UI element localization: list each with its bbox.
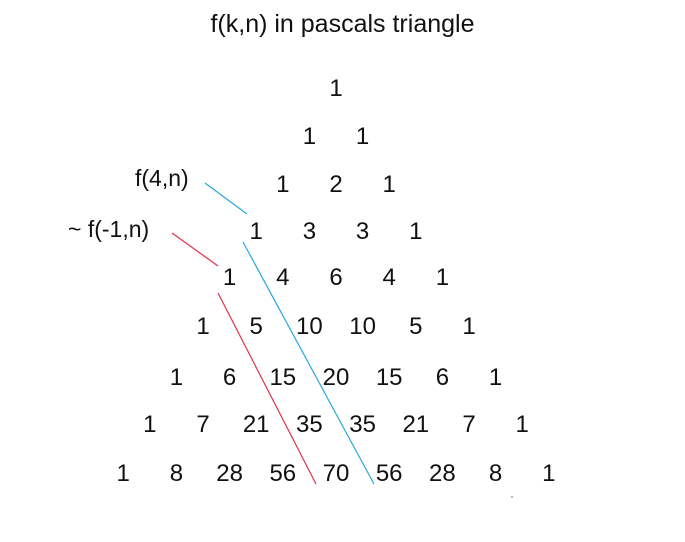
triangle-cell-r6-c6: 1 (488, 364, 503, 391)
triangle-cell-r6-c3: 20 (322, 364, 350, 391)
triangle-cell-r4-c2: 6 (329, 264, 343, 291)
triangle-cell-r5-c3: 10 (349, 313, 376, 340)
triangle-cell-r3-c1: 3 (302, 218, 317, 245)
fminus1n-label: ~ f(-1,n) (68, 216, 150, 242)
triangle-cell-r8-c7: 8 (488, 460, 503, 487)
f4n-label: f(4,n) (135, 165, 189, 191)
triangle-cell-r8-c0: 1 (116, 460, 130, 487)
triangle-cell-r6-c2: 15 (269, 364, 297, 391)
triangle-cell-r2-c0: 1 (276, 171, 290, 198)
triangle-cell-r2-c2: 1 (382, 171, 396, 198)
triangle-cell-r4-c1: 4 (276, 264, 290, 291)
triangle-cell-r5-c5: 1 (462, 313, 476, 340)
triangle-cell-r6-c4: 15 (375, 364, 403, 391)
triangle-cell-r2-c1: 2 (329, 171, 343, 198)
triangle-cell-r7-c6: 7 (462, 411, 476, 438)
stray-dot (511, 496, 513, 498)
triangle-cell-r7-c4: 35 (349, 411, 376, 438)
triangle-cell-r5-c0: 1 (196, 313, 210, 340)
triangle-cell-r7-c3: 35 (296, 411, 323, 438)
triangle-cell-r7-c5: 21 (402, 411, 430, 438)
triangle-cell-r5-c1: 5 (249, 313, 263, 340)
f4n-diagonal-line-long (242, 241, 375, 485)
triangle-cell-r8-c1: 8 (169, 460, 184, 487)
triangle-cell-r3-c2: 3 (355, 218, 370, 245)
diagram-title: f(k,n) in pascals triangle (210, 10, 475, 38)
fminus1n-diagonal-line-long (217, 292, 317, 485)
triangle-cell-r8-c3: 56 (269, 460, 297, 487)
triangle-cell-r4-c4: 1 (435, 264, 450, 291)
triangle-cell-r8-c2: 28 (216, 460, 243, 487)
triangle-cell-r3-c0: 1 (249, 218, 263, 245)
triangle-cell-r4-c3: 4 (382, 264, 396, 291)
triangle-cell-r0-c0: 1 (329, 75, 343, 102)
triangle-cell-r7-c7: 1 (515, 411, 529, 438)
triangle-cell-r8-c5: 56 (375, 460, 403, 487)
f4n-diagonal-line (204, 182, 248, 215)
triangle-cell-r7-c2: 21 (242, 411, 270, 438)
triangle-cell-r8-c6: 28 (429, 460, 456, 487)
triangle-cell-r1-c0: 1 (302, 123, 317, 150)
triangle-cell-r1-c1: 1 (355, 123, 370, 150)
triangle-cell-r6-c5: 6 (435, 364, 450, 391)
fminus1n-diagonal-line (171, 232, 219, 267)
triangle-cell-r3-c3: 1 (409, 218, 423, 245)
triangle-cell-r6-c1: 6 (222, 364, 237, 391)
triangle-cell-r7-c0: 1 (143, 411, 157, 438)
triangle-cell-r5-c2: 10 (296, 313, 323, 340)
triangle-cell-r4-c0: 1 (222, 264, 237, 291)
triangle-cell-r7-c1: 7 (196, 411, 210, 438)
triangle-cell-r6-c0: 1 (169, 364, 184, 391)
triangle-cell-r8-c4: 70 (322, 460, 350, 487)
triangle-cell-r5-c4: 5 (409, 313, 423, 340)
triangle-cell-r8-c8: 1 (542, 460, 556, 487)
